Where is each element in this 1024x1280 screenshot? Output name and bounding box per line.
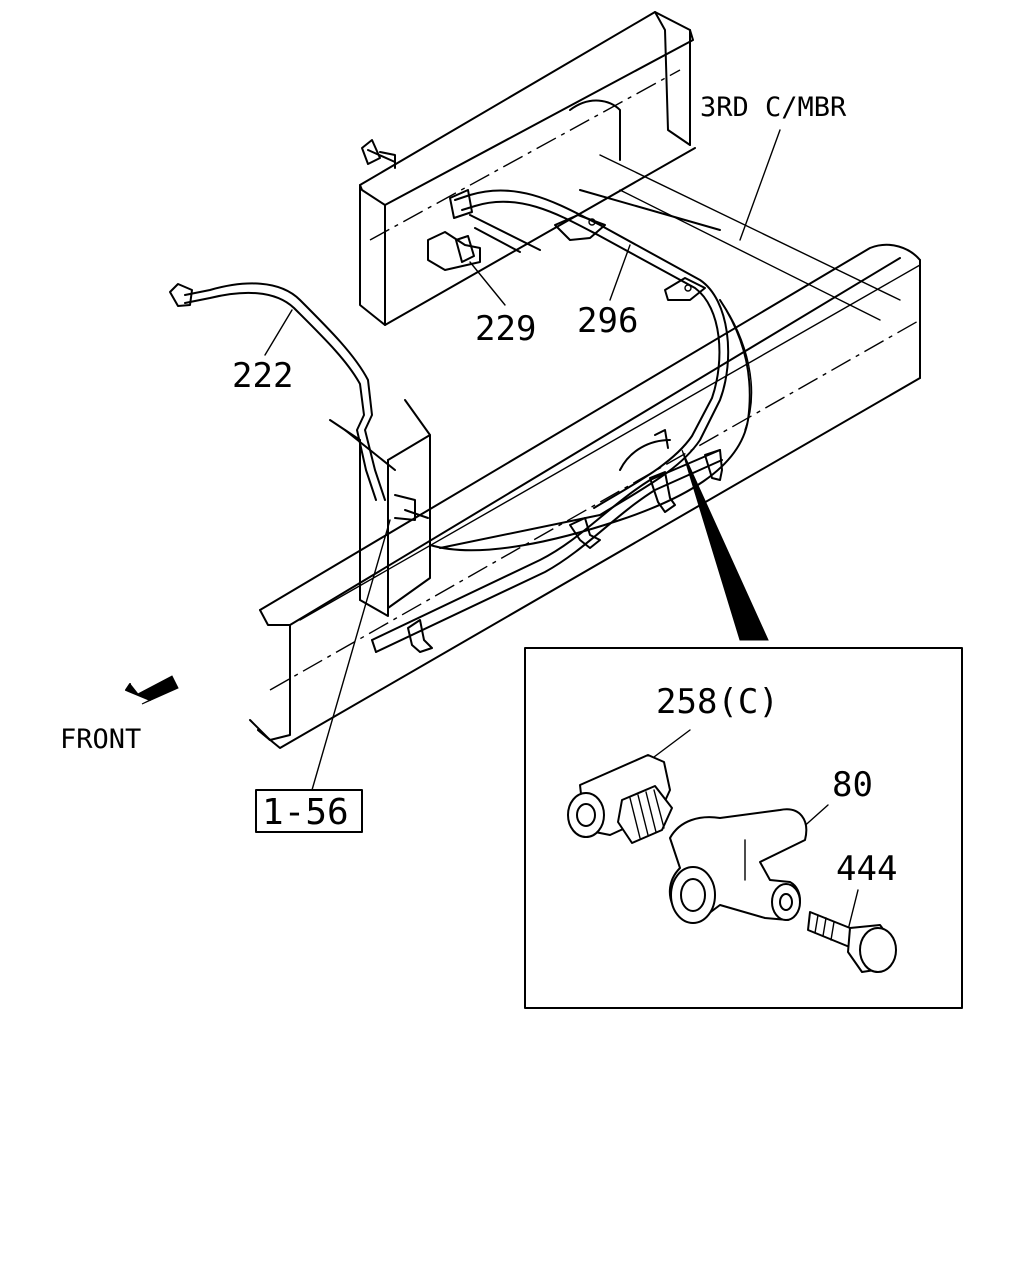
union-fitting-258c (567, 754, 673, 844)
pipe-clips (407, 214, 723, 653)
part-222-label: 222 (232, 356, 293, 396)
mounting-bracket (329, 399, 431, 617)
crossmember-label: 3RD C/MBR (700, 92, 847, 123)
brake-pipe-222 (169, 282, 386, 501)
side-frame-rail (249, 243, 921, 749)
part-229-label: 229 (475, 309, 536, 349)
leader-lines (264, 129, 859, 931)
front-arrow-icon (125, 675, 179, 705)
detail-box (524, 647, 963, 1009)
crossmember-frame (359, 11, 901, 326)
bolt-444 (807, 911, 897, 973)
part-296-label: 296 (577, 301, 638, 341)
part-80-label: 80 (832, 765, 873, 805)
cross-fitting-80 (668, 808, 808, 924)
reference-label: 1-56 (262, 792, 349, 833)
fitting-229 (427, 189, 481, 271)
brake-pipe-296 (371, 189, 753, 653)
reference-box (255, 789, 363, 833)
part-258c-label: 258(C) (656, 682, 779, 722)
part-444-label: 444 (836, 849, 897, 889)
front-label: FRONT (60, 724, 141, 755)
